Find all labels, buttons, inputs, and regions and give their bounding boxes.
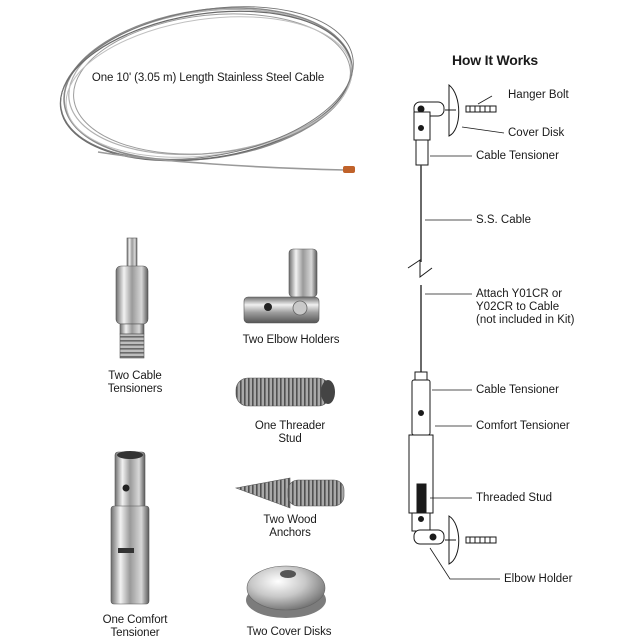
attach-label-line1: Attach Y01CR or bbox=[476, 288, 563, 300]
elbow-holder-label: Elbow Holder bbox=[504, 573, 573, 585]
elbow-holders-label: Two Elbow Holders bbox=[226, 334, 356, 347]
wood-anchor-part bbox=[234, 477, 345, 509]
cable-coil bbox=[59, 6, 354, 171]
threaded-stud-label: Threaded Stud bbox=[476, 492, 553, 504]
comfort-tensioner-label-line1: One Comfort bbox=[102, 614, 168, 626]
threader-stud-label: One Threader Stud bbox=[240, 420, 340, 446]
cable-tensioner-part bbox=[115, 237, 149, 359]
hanger-bolt-label: Hanger Bolt bbox=[508, 89, 569, 101]
wood-anchors-label-line2: Anchors bbox=[269, 527, 311, 539]
threader-stud-label-line1: One Threader bbox=[254, 420, 326, 432]
cover-disk-part bbox=[246, 565, 326, 618]
attach-label: Attach Y01CR or Y02CR to Cable (not incl… bbox=[476, 288, 574, 327]
attach-label-line2: Y02CR to Cable bbox=[476, 301, 560, 313]
cable-tensioners-label-line1: Two Cable bbox=[108, 370, 162, 382]
cable-tensioners-label: Two Cable Tensioners bbox=[90, 370, 180, 396]
cover-disks-label-line1: Two Cover Disks bbox=[246, 626, 332, 638]
cover-disk-label: Cover Disk bbox=[508, 127, 565, 139]
threader-stud-part bbox=[235, 377, 335, 407]
elbow-holders-label-line1: Two Elbow Holders bbox=[242, 334, 340, 346]
comfort-tensioner-diagram-label: Comfort Tensioner bbox=[476, 420, 570, 432]
threader-stud-label-line2: Stud bbox=[278, 433, 302, 445]
attach-label-line3: (not included in Kit) bbox=[476, 314, 575, 326]
comfort-tensioner-label: One Comfort Tensioner bbox=[85, 614, 185, 640]
wood-anchors-label: Two Wood Anchors bbox=[240, 514, 340, 540]
comfort-tensioner-part bbox=[110, 451, 150, 605]
elbow-holder-part bbox=[243, 248, 320, 324]
cable-end-ferrule bbox=[343, 166, 355, 173]
cable-tensioner-bottom-label: Cable Tensioner bbox=[476, 384, 559, 396]
ss-cable-label: S.S. Cable bbox=[476, 214, 531, 226]
cable-tensioners-label-line2: Tensioners bbox=[107, 383, 163, 395]
cover-disks-label: Two Cover Disks bbox=[230, 626, 348, 639]
cable-tensioner-top-label: Cable Tensioner bbox=[476, 150, 559, 162]
comfort-tensioner-label-line2: Tensioner bbox=[110, 627, 160, 639]
how-it-works-diagram bbox=[407, 83, 505, 580]
cable-label: One 10' (3.05 m) Length Stainless Steel … bbox=[91, 72, 325, 84]
how-it-works-title: How It Works bbox=[452, 52, 539, 68]
wood-anchors-label-line1: Two Wood bbox=[263, 514, 317, 526]
